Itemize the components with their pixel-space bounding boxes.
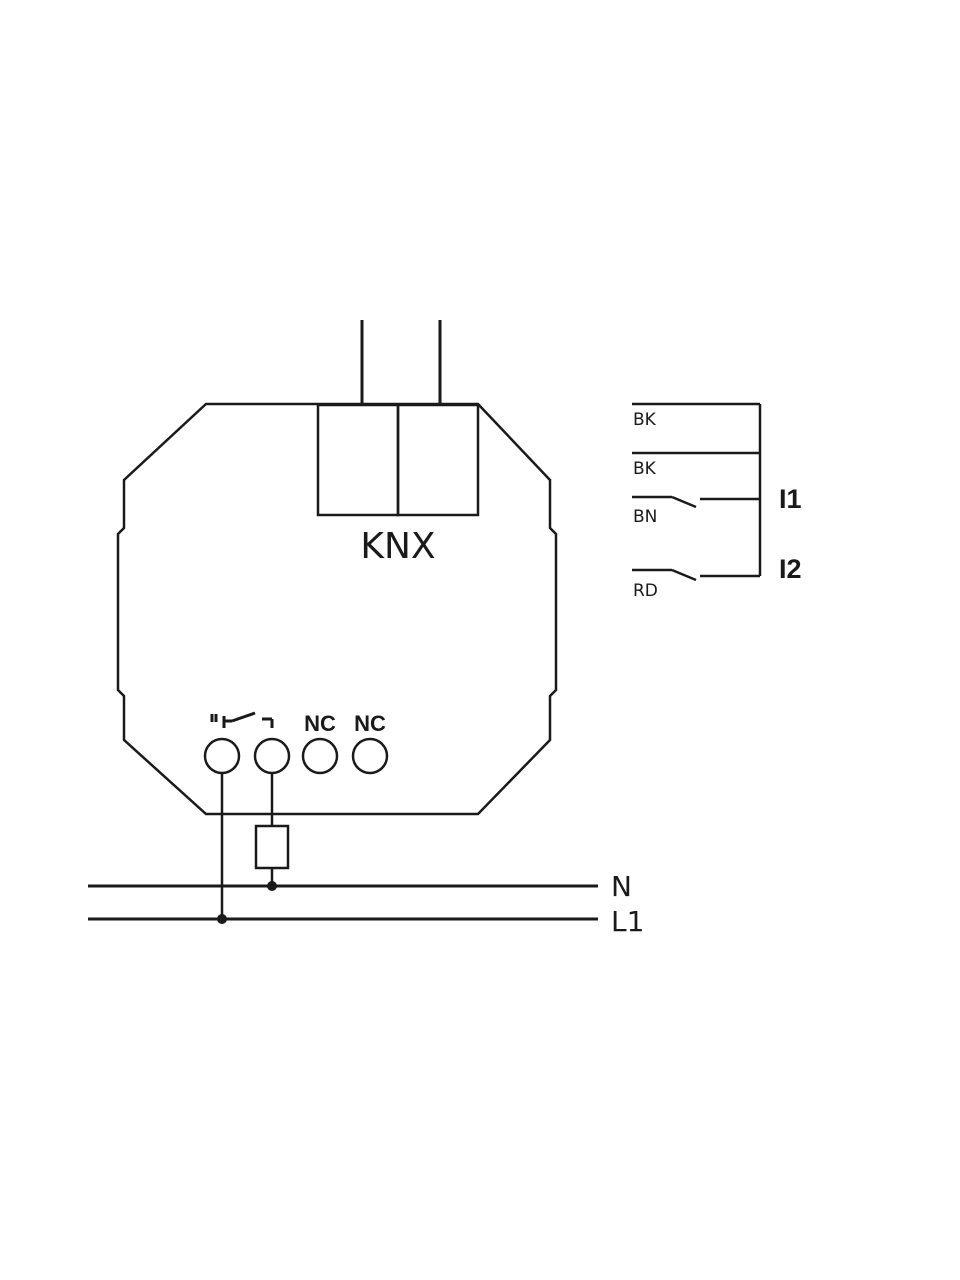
switch-i1	[671, 495, 697, 509]
wire-label-bn: BN	[633, 507, 657, 527]
terminal-relay-2	[253, 737, 291, 775]
device-housing	[116, 402, 558, 816]
switch-i2	[671, 568, 697, 582]
load-symbol	[254, 824, 290, 870]
relay-contact-symbol	[210, 711, 274, 728]
nc-label-2: NC	[354, 711, 386, 736]
junction-dot-n	[267, 881, 277, 891]
nc-label-1: NC	[304, 711, 336, 736]
wire-label-bk-1: BK	[633, 410, 657, 430]
knx-connector-block-1	[316, 403, 400, 517]
phase-label: L1	[611, 905, 644, 938]
input-label-i2: I2	[779, 554, 802, 584]
terminal-nc-1	[301, 737, 339, 775]
knx-connector-block-2	[396, 403, 480, 517]
knx-label: KNX	[360, 526, 435, 567]
junction-dot-l1	[217, 914, 227, 924]
terminal-nc-2	[351, 737, 389, 775]
input-label-i1: I1	[779, 484, 802, 514]
wire-label-bk-2: BK	[633, 459, 657, 479]
wire-label-rd: RD	[633, 581, 658, 601]
terminal-relay-1	[203, 737, 241, 775]
neutral-label: N	[611, 870, 632, 903]
